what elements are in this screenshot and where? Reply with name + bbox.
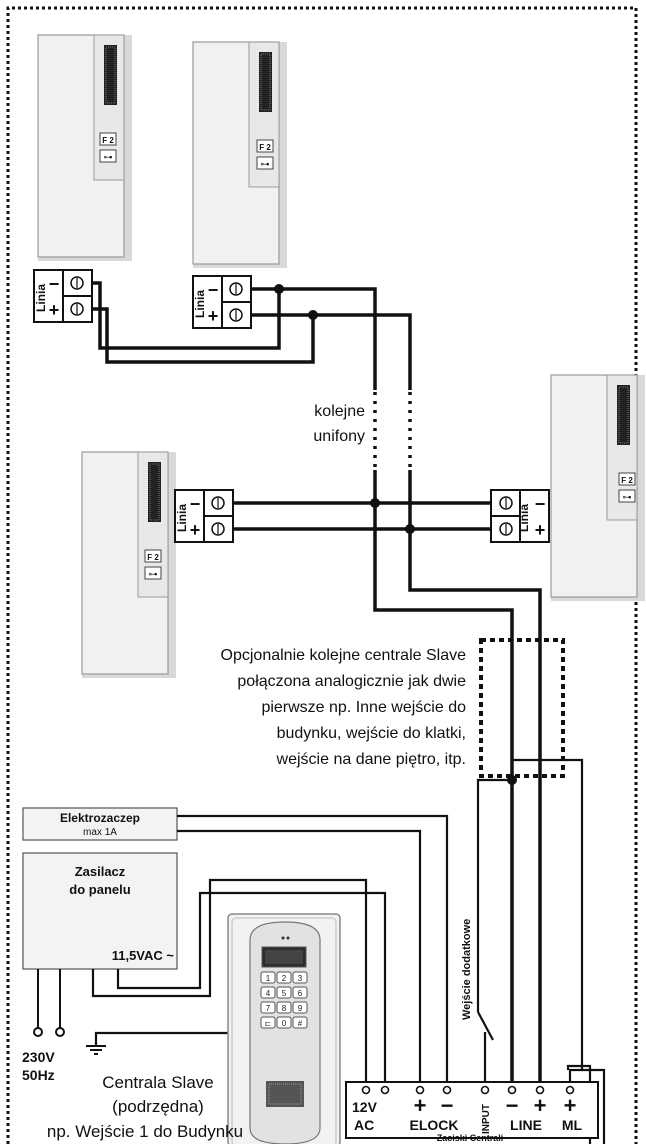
keypad-key [292, 986, 308, 999]
terminal-line-plus: + [534, 1093, 547, 1118]
elektrozaczep-sub: max 1A [83, 827, 117, 838]
keypad-key-label: 2 [282, 974, 287, 983]
note-unifony-line2: unifony [313, 428, 365, 445]
key-icon: ⊶ [104, 152, 113, 162]
keypad-key [260, 971, 276, 984]
elektrozaczep-title: Elektrozaczep [60, 811, 140, 825]
keypad-key-label: # [298, 1019, 303, 1028]
plus-sign: + [190, 520, 201, 540]
linia-label: Linia [193, 290, 207, 318]
key-icon: ⊶ [261, 159, 270, 169]
elektrozaczep-box: Elektrozaczep max 1A [22, 807, 178, 841]
f2-label: F 2 [621, 476, 633, 485]
terminal-block-3: − + Linia [174, 489, 234, 543]
centrala-line2: (podrzędna) [112, 1097, 204, 1116]
terminal-ml: ML [562, 1117, 583, 1133]
minus-sign: − [49, 274, 60, 294]
terminal-ml-plus: + [564, 1093, 577, 1118]
centrala-line3: np. Wejście 1 do Budynku [47, 1122, 243, 1141]
keypad-key [276, 1016, 292, 1029]
handset-4: F 2 ⊶ [550, 374, 646, 602]
linia-label: Linia [34, 284, 48, 312]
centrala-label: Centrala Slave (podrzędna) np. Wejście 1… [47, 1073, 243, 1141]
linia-label: Linia [517, 504, 531, 532]
mains-line2: 50Hz [22, 1067, 55, 1083]
centrala-line1: Centrala Slave [102, 1073, 214, 1092]
plus-sign: + [49, 300, 60, 320]
keypad-key [276, 1001, 292, 1014]
plus-sign: + [208, 306, 219, 326]
handset-2: F 2 ⊶ [192, 41, 288, 269]
minus-sign: − [208, 280, 219, 300]
minus-sign: − [190, 494, 201, 514]
linia-label: Linia [175, 504, 189, 532]
note-unifony-line1: kolejne [314, 403, 365, 420]
terminal-input: INPUT [481, 1104, 492, 1134]
note-unifony: kolejne unifony [313, 403, 365, 445]
terminal-elock-plus: + [414, 1093, 427, 1118]
f2-label: F 2 [102, 136, 114, 145]
terminal-caption: Zaciski Centrali [437, 1133, 504, 1143]
note-slave-line3: pierwsze np. Inne wejście do [261, 699, 466, 716]
zasilacz-output: 11,5VAC ~ [112, 948, 175, 963]
zasilacz-line2: do panelu [69, 882, 130, 897]
note-slave-line4: budynku, wejście do klatki, [277, 725, 466, 742]
keypad-key-label: 0 [282, 1019, 287, 1028]
key-icon: ⊶ [149, 569, 158, 579]
keypad-key-label: 6 [298, 989, 303, 998]
note-slave-line5: wejście na dane piętro, itp. [276, 751, 466, 768]
bus-wires [92, 281, 542, 1090]
terminal-12v: 12V [352, 1099, 378, 1115]
terminal-line-minus: − [506, 1093, 519, 1118]
note-slave: Opcjonalnie kolejne centrale Slave połąc… [221, 647, 467, 768]
keypad-key [260, 986, 276, 999]
note-slave-line1: Opcjonalnie kolejne centrale Slave [221, 647, 467, 664]
terminal-elock-minus: − [441, 1093, 454, 1118]
input-switch: Wejście dodatkowe [461, 778, 512, 1082]
f2-label: F 2 [147, 553, 159, 562]
zasilacz-line1: Zasilacz [75, 864, 126, 879]
terminal-block-2: − + Linia [192, 275, 252, 329]
handset-3: F 2 ⊶ [81, 451, 177, 679]
door-panel [227, 913, 341, 1144]
terminal-line: LINE [510, 1117, 542, 1133]
keypad-key-label: 4 [266, 989, 271, 998]
keypad-key [260, 1016, 276, 1029]
keypad-key-label: ⊏ [265, 1019, 272, 1028]
keypad-key [292, 1001, 308, 1014]
terminal-ac: AC [354, 1117, 374, 1133]
keypad-key-label: 5 [282, 989, 287, 998]
note-slave-line2: połączona analogicznie jak dwie [237, 673, 466, 690]
keypad-key-label: 7 [266, 1004, 271, 1013]
terminal-elock: ELOCK [410, 1117, 459, 1133]
zasilacz-box: Zasilacz do panelu 11,5VAC ~ [22, 852, 178, 970]
optional-slave-box [479, 638, 565, 778]
keypad-key [292, 971, 308, 984]
terminal-block-4: − + Linia [490, 489, 550, 543]
terminal-strip: 12V AC + − ELOCK INPUT − + LINE + ML Zac… [345, 1081, 599, 1143]
keypad-key [292, 1016, 308, 1029]
minus-sign: − [535, 494, 546, 514]
keypad-key [276, 986, 292, 999]
key-icon: ⊶ [623, 492, 632, 502]
keypad-key-label: 3 [298, 974, 303, 983]
ground-symbol [86, 1031, 232, 1055]
handset-1: F 2 ⊶ [37, 34, 133, 262]
mains-line1: 230V [22, 1049, 55, 1065]
f2-label: F 2 [259, 143, 271, 152]
keypad-key-label: 1 [266, 974, 271, 983]
plus-sign: + [535, 520, 546, 540]
terminal-screws [361, 1085, 575, 1095]
keypad-key [260, 1001, 276, 1014]
keypad-key-label: 9 [298, 1004, 303, 1013]
keypad-key [276, 971, 292, 984]
mains-input: 230V 50Hz [22, 969, 65, 1083]
keypad-key-label: 8 [282, 1004, 287, 1013]
terminal-block-1: − + Linia [33, 269, 93, 323]
wejscie-dodatkowe-label: Wejście dodatkowe [461, 919, 473, 1020]
keypad: 1 2 3 4 5 6 7 8 9 ⊏ 0 # [260, 971, 308, 1029]
